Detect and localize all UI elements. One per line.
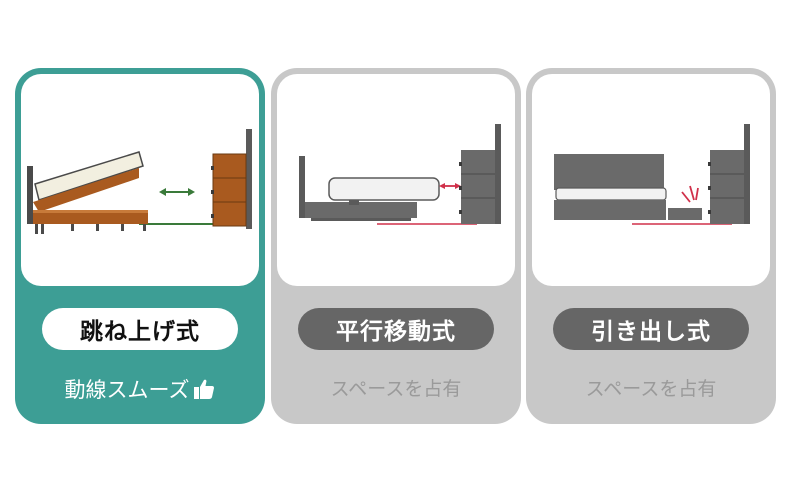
card-parallel-slide[interactable]: 平行移動式 スペースを占有 (271, 68, 521, 424)
lift-up-bed-diagram (27, 129, 252, 234)
card-lift-up[interactable]: 跳ね上げ式 動線スムーズ (15, 68, 265, 424)
drawer-bed-diagram (554, 124, 750, 225)
card-drawer[interactable]: 引き出し式 スペースを占有 (526, 68, 776, 424)
thumbs-up-icon (193, 378, 215, 405)
caption-drawer: スペースを占有 (585, 378, 717, 400)
title-pill-drawer[interactable]: 引き出し式 (553, 308, 749, 350)
parallel-slide-illustration (277, 74, 515, 286)
caption-lift-up-text: 動線スムーズ (64, 378, 190, 402)
title-pill-parallel-slide[interactable]: 平行移動式 (298, 308, 494, 350)
title-pill-lift-up[interactable]: 跳ね上げ式 (42, 308, 238, 350)
parallel-slide-bed-diagram (299, 124, 501, 225)
caption-parallel-slide: スペースを占有 (330, 378, 462, 400)
caption-lift-up: 動線スムーズ (15, 374, 265, 405)
lift-up-illustration (21, 74, 259, 286)
drawer-illustration (532, 74, 770, 286)
